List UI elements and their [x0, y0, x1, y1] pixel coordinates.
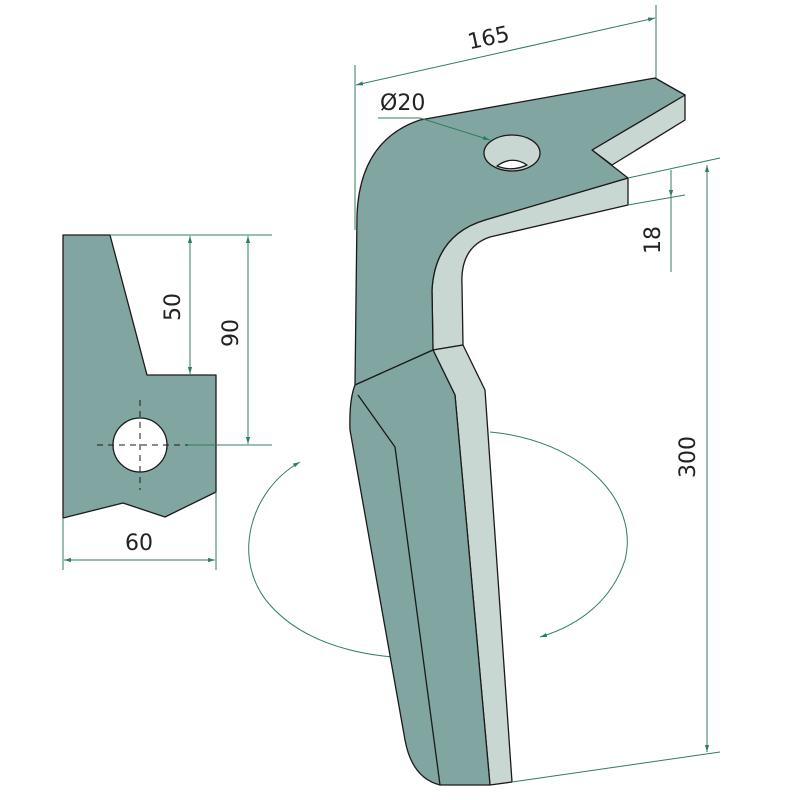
- dimension-18-label: 18: [641, 226, 666, 254]
- section-view: [62, 234, 217, 519]
- rotation-arrow: [248, 431, 628, 659]
- blade-3d-view: [349, 77, 686, 786]
- dimension-90-label: 90: [219, 319, 244, 347]
- section-dimensions: 50 90 60: [62, 234, 272, 570]
- blade-upper-face: [354, 77, 686, 386]
- mounting-hole: [483, 134, 541, 172]
- dimension-hole: Ø20: [378, 91, 491, 141]
- dimension-18: 18: [627, 157, 721, 272]
- dimension-50-label: 50: [161, 293, 186, 321]
- dimension-300: 300: [511, 165, 721, 783]
- hole-diameter-label: Ø20: [380, 91, 425, 116]
- dimension-60-label: 60: [125, 531, 153, 556]
- dimension-165-label: 165: [466, 22, 512, 55]
- dimension-300-label: 300: [676, 436, 701, 478]
